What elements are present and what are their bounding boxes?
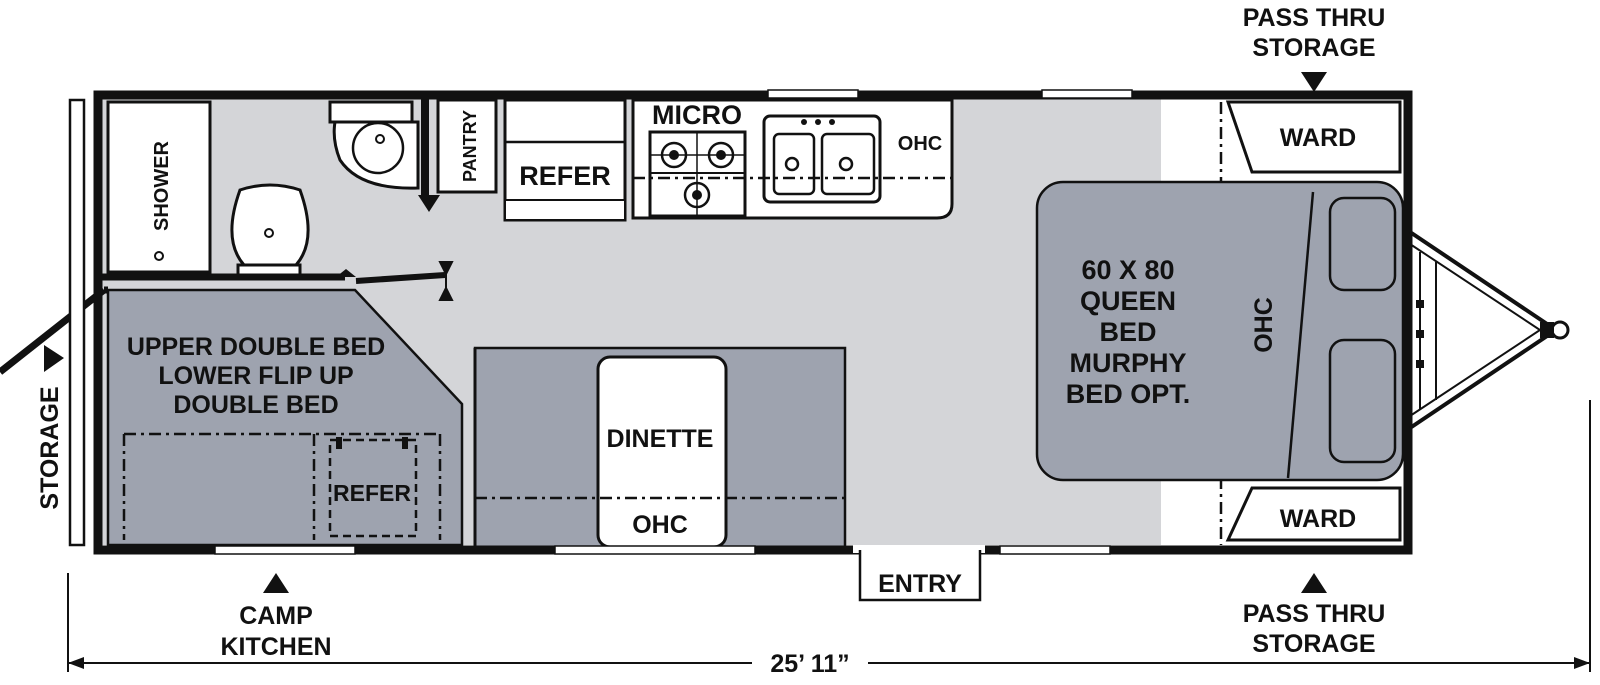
window <box>1041 89 1133 99</box>
pass-thru-top-line2: STORAGE <box>1252 34 1375 62</box>
queen-bed <box>1035 180 1405 482</box>
length-label: 25’ 11” <box>770 650 849 678</box>
bunk-lower-bed-outline <box>122 432 442 540</box>
bunk-label-line3: DOUBLE BED <box>173 391 338 419</box>
dinette <box>473 346 847 550</box>
bunk-refer-label: REFER <box>333 480 411 506</box>
ward-top-label: WARD <box>1280 124 1356 152</box>
bunk-slant-wall <box>0 287 107 375</box>
pass-thru-bottom-arrow-icon <box>1301 573 1327 593</box>
camp-kitchen-line2: KITCHEN <box>220 633 331 661</box>
wardrobe-bottom <box>1225 486 1402 542</box>
shower-label: SHOWER <box>151 140 173 231</box>
door-handle-icon <box>438 261 454 301</box>
stove-cooktop <box>648 130 747 218</box>
dinette-ohc-label: OHC <box>632 511 688 539</box>
bed-label-line3: BED <box>1099 317 1156 347</box>
pass-thru-top-line1: PASS THRU <box>1243 4 1386 32</box>
camp-kitchen-arrow-icon <box>263 573 289 593</box>
shower-drain <box>154 251 164 261</box>
bunk-refer <box>328 438 418 538</box>
pantry-label: PANTRY <box>460 110 480 182</box>
entry-door <box>853 545 985 602</box>
bedroom-ohc-label: OHC <box>1250 297 1278 353</box>
rear-storage-panel <box>68 98 86 547</box>
pantry-cabinet <box>436 98 498 194</box>
wardrobe-top <box>1225 100 1402 174</box>
bath-door <box>355 272 446 284</box>
bath-door-hinge <box>336 269 356 277</box>
toilet <box>230 183 310 277</box>
pass-thru-bottom-line2: STORAGE <box>1252 630 1375 658</box>
pass-thru-top-arrow-icon <box>1301 72 1327 92</box>
window <box>999 545 1111 555</box>
length-dimension-line <box>67 400 1591 672</box>
kitchen-sink <box>762 114 882 204</box>
kitchen-refer-label: REFER <box>519 161 611 191</box>
storage-arrow-icon <box>44 345 64 372</box>
bed-label-line1: 60 X 80 <box>1081 255 1174 285</box>
window <box>767 89 859 99</box>
window <box>214 545 356 555</box>
entry-label: ENTRY <box>878 570 962 598</box>
storage-rear-label: STORAGE <box>36 386 64 509</box>
window <box>554 545 756 555</box>
bed-label-line5: BED OPT. <box>1066 379 1191 409</box>
pass-thru-bottom-line1: PASS THRU <box>1243 600 1386 628</box>
camp-kitchen-line1: CAMP <box>239 602 313 630</box>
bed-label-line4: MURPHY <box>1069 348 1186 378</box>
trailer-tongue <box>1408 230 1570 430</box>
bath-sink <box>328 100 420 190</box>
kitchen-ohc-label: OHC <box>898 133 942 155</box>
shower-stall <box>106 100 212 274</box>
bunk-label-line2: LOWER FLIP UP <box>158 362 353 390</box>
dinette-label: DINETTE <box>607 425 714 453</box>
micro-label: MICRO <box>652 100 742 130</box>
bed-label-line2: QUEEN <box>1080 286 1176 316</box>
ward-bottom-label: WARD <box>1280 505 1356 533</box>
bunk-label-line1: UPPER DOUBLE BED <box>127 333 385 361</box>
bath-door-marker <box>418 195 440 212</box>
bunk-bed-area <box>106 288 464 547</box>
